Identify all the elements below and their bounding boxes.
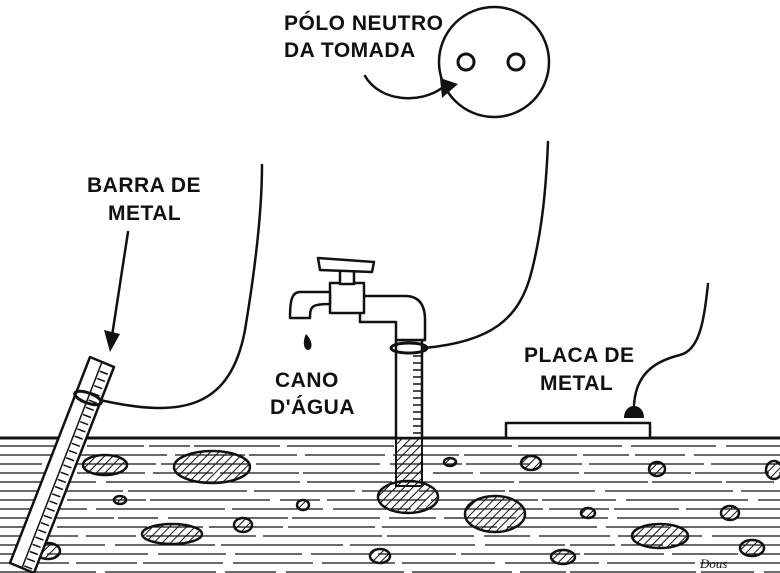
- outlet-neutral-hole: [456, 52, 476, 72]
- bar-label-line1: BARRA DE: [87, 174, 201, 197]
- plate-wire: [632, 282, 710, 407]
- bar-tick: [32, 543, 41, 548]
- bar-tick: [26, 557, 36, 563]
- bar-tick: [54, 485, 64, 491]
- bar-tick: [49, 500, 58, 505]
- bar-tick: [82, 413, 92, 419]
- bar-tick: [23, 565, 33, 570]
- plate-label-line2: METAL: [540, 372, 613, 395]
- bar-tick: [35, 536, 44, 541]
- pipe-label-line2: D'ÁGUA: [270, 396, 355, 419]
- bar-tick: [99, 370, 109, 375]
- water-pipe: [358, 294, 429, 487]
- pipe-label-line1: CANO: [275, 369, 339, 392]
- bar-tick: [63, 464, 72, 469]
- outlet-live-hole: [506, 52, 526, 72]
- artist-signature: Dous: [699, 556, 727, 571]
- outlet-label-line1: PÓLO NEUTRO: [284, 11, 444, 35]
- outlet-arrow-head: [440, 78, 458, 98]
- bar-ground-wire: [98, 163, 264, 410]
- water-drop: [303, 334, 312, 350]
- bar-label-arrow: [110, 230, 130, 338]
- metal-plate: [504, 406, 652, 440]
- bar-tick: [60, 471, 69, 476]
- bar-tick: [68, 449, 78, 455]
- ground-soil: [0, 436, 780, 573]
- bar-tick: [46, 507, 55, 512]
- bar-tick: [43, 514, 53, 520]
- plate-label-line1: PLACA DE: [524, 344, 635, 367]
- bar-tick: [51, 493, 61, 498]
- metal-bar: [8, 355, 116, 573]
- bar-arrow-head: [104, 330, 120, 352]
- bar-tick: [29, 550, 39, 556]
- faucet: [288, 256, 376, 350]
- bar-tick: [93, 384, 103, 390]
- bar-tick: [71, 442, 81, 448]
- outlet-label-arrow: [363, 74, 444, 100]
- pipe-wire: [422, 140, 550, 350]
- outlet-label-line2: DA TOMADA: [284, 39, 416, 62]
- bar-tick: [88, 399, 97, 404]
- bar-tick: [65, 457, 75, 462]
- bar-tick: [40, 521, 50, 527]
- bar-tick: [77, 428, 86, 433]
- bar-tick: [85, 406, 95, 411]
- bar-label-line2: METAL: [108, 202, 181, 225]
- bar-tick: [57, 478, 67, 484]
- bar-tick: [37, 529, 47, 534]
- bar-tick: [79, 421, 89, 426]
- bar-tick: [74, 435, 83, 440]
- bar-tick: [96, 377, 106, 383]
- outlet: [437, 5, 551, 119]
